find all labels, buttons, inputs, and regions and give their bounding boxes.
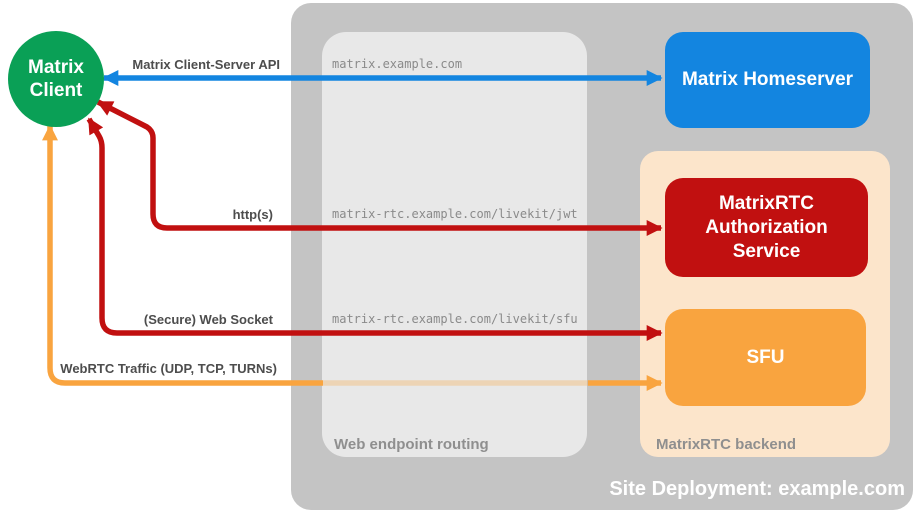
arrow-webrtc-traffic [42, 124, 323, 386]
route-livekit-jwt: matrix-rtc.example.com/livekit/jwt [332, 207, 578, 221]
label-client-server-api: Matrix Client-Server API [132, 57, 280, 72]
sfu-node: SFU [665, 309, 866, 406]
label-https: http(s) [232, 207, 273, 222]
matrix-client-label-line1: Matrix [28, 57, 84, 78]
route-matrix-example-com: matrix.example.com [332, 57, 463, 71]
web-endpoint-routing-label: Web endpoint routing [334, 436, 489, 453]
auth-service-node: MatrixRTC Authorization Service [665, 178, 868, 277]
label-webrtc-traffic: WebRTC Traffic (UDP, TCP, TURNs) [60, 361, 277, 376]
matrix-client-label-line2: Client [29, 80, 83, 101]
auth-service-label: MatrixRTC Authorization Service [705, 192, 828, 262]
sfu-label: SFU [746, 346, 785, 368]
label-websocket: (Secure) Web Socket [143, 312, 273, 327]
matrix-client-node: Matrix Client [8, 31, 104, 127]
matrix-homeserver-label: Matrix Homeserver [681, 69, 854, 90]
web-endpoint-routing-panel [322, 32, 587, 457]
matrixrtc-backend-label: MatrixRTC backend [656, 436, 797, 453]
site-deployment-label: Site Deployment: example.com [609, 478, 905, 500]
route-livekit-sfu: matrix-rtc.example.com/livekit/sfu [332, 312, 578, 326]
matrix-homeserver-node: Matrix Homeserver [665, 32, 870, 128]
